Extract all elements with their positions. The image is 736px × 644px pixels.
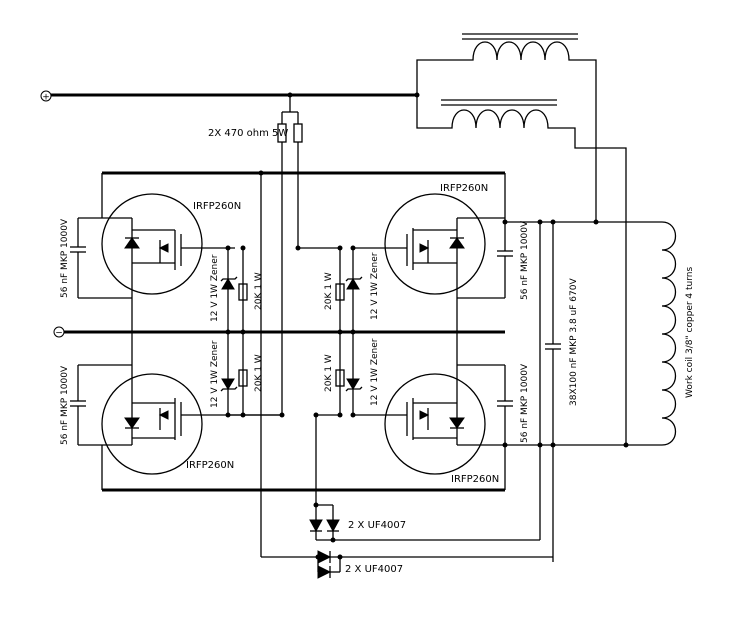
diode-icon <box>326 519 340 533</box>
cap-top-left-label: 56 nF MKP 1000V <box>60 218 70 298</box>
diode-pair-b <box>258 170 553 579</box>
svg-text:+: + <box>42 93 50 103</box>
tank-capacitor <box>502 219 662 562</box>
work-coil-icon <box>661 221 677 446</box>
diodes-a-label: 2 X UF4007 <box>348 520 406 531</box>
resistor-icon <box>238 283 248 301</box>
svg-text:−: − <box>55 329 63 339</box>
diode-icon <box>317 565 332 579</box>
mosfet-top-left <box>101 173 235 332</box>
cap-bottom-right-label: 56 nF MKP 1000V <box>520 363 530 443</box>
minus-terminal-icon: − <box>53 326 65 339</box>
zener-diode-icon <box>346 378 360 390</box>
gate-resistors-label: 2X 470 ohm 5W <box>208 128 288 139</box>
mosfet-top-right <box>353 173 506 332</box>
resistor-icon <box>293 123 303 143</box>
zener-diode-icon <box>221 378 235 390</box>
mosfet-bottom-right <box>353 332 506 490</box>
fet-top-left-label: IRFP260N <box>193 201 241 212</box>
gate-network-top-left <box>220 245 248 335</box>
cap-bottom-left-label: 56 nF MKP 1000V <box>60 365 70 445</box>
fet-bottom-right-label: IRFP260N <box>451 474 499 485</box>
zener-top-right-label: 12 V 1W Zener <box>370 252 380 320</box>
cap-top-right-label: 56 nF MKP 1000V <box>520 220 530 300</box>
cap-bottom-right <box>457 364 513 446</box>
fet-bottom-left-label: IRFP260N <box>186 460 234 471</box>
zener-top-left-label: 12 V 1W Zener <box>210 254 220 322</box>
choke-icon <box>416 33 627 445</box>
diode-pair-a <box>309 415 540 543</box>
cap-top-right <box>457 218 513 299</box>
cap-top-left <box>70 217 132 299</box>
tank-cap-label: 38X100 nF MKP 3.8 uF 670V <box>569 278 579 406</box>
work-coil-label: Work coil 3/8" copper 4 turns <box>685 267 695 398</box>
zener-diode-icon <box>221 278 235 290</box>
gate-network-bottom-right <box>228 332 363 418</box>
resistor-icon <box>335 369 345 387</box>
diode-icon <box>309 519 323 533</box>
zener-diode-icon <box>346 278 360 290</box>
zener-bottom-right-label: 12 V 1W Zener <box>370 338 380 406</box>
gate-network-bottom-left <box>220 332 285 418</box>
zener-bottom-left-label: 12 V 1W Zener <box>210 340 220 408</box>
gate-resistors <box>277 95 303 415</box>
res-bottom-left-label: 20K 1 W <box>254 354 264 392</box>
res-top-left-label: 20K 1 W <box>254 272 264 310</box>
diodes-b-label: 2 X UF4007 <box>345 564 403 575</box>
cap-bottom-left <box>70 364 132 446</box>
resistor-icon <box>238 369 248 387</box>
res-top-right-label: 20K 1 W <box>324 272 334 310</box>
fet-top-right-label: IRFP260N <box>440 183 488 194</box>
res-bottom-right-label: 20K 1 W <box>324 354 334 392</box>
gate-network-top-right <box>295 245 363 335</box>
resistor-icon <box>335 283 345 301</box>
plus-terminal-icon: + <box>40 90 52 103</box>
mosfet-bottom-left <box>101 332 282 490</box>
